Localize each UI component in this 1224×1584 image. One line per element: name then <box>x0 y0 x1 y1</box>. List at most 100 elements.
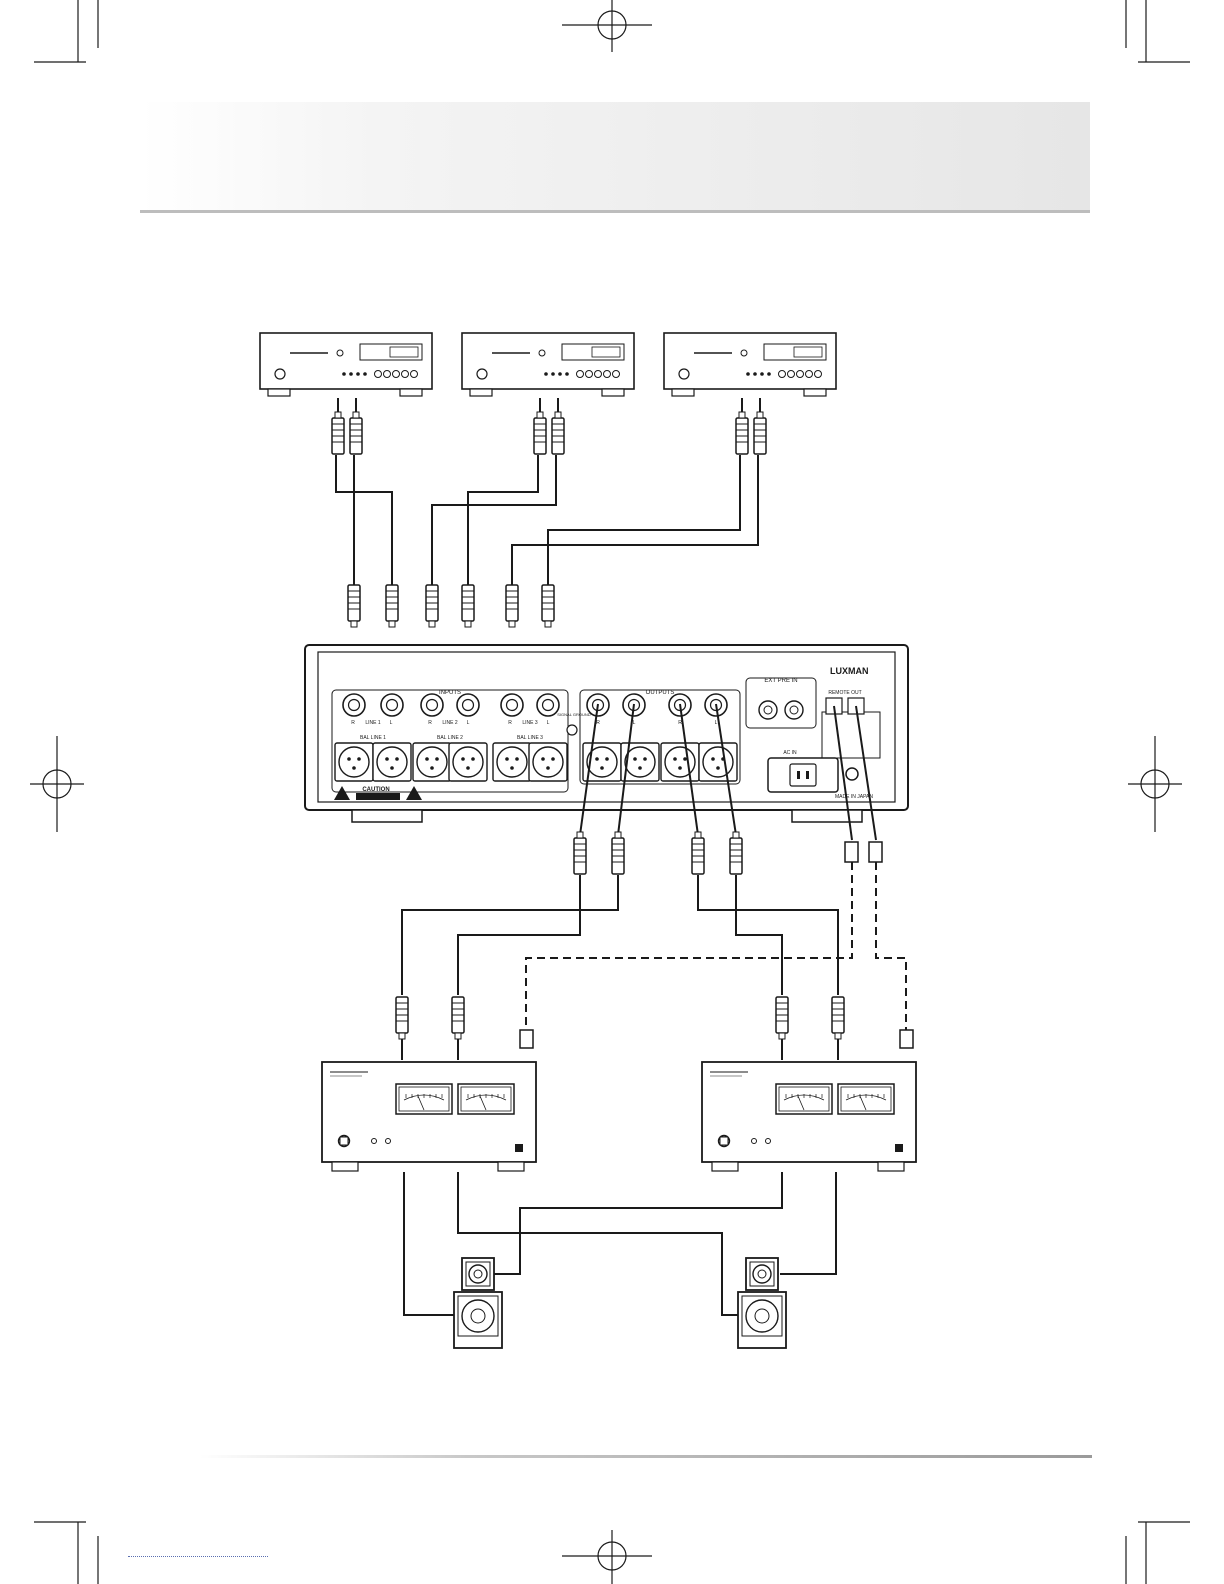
channel-r-label: R <box>428 720 432 726</box>
indicator-led <box>551 372 555 376</box>
plug-tip <box>351 621 357 627</box>
rca-plug <box>692 832 704 874</box>
xlr-pin <box>390 766 394 770</box>
rca-jack-center <box>543 700 554 711</box>
plug-tip <box>555 412 561 418</box>
rca-plug <box>542 585 554 627</box>
plug-tip <box>399 1033 405 1039</box>
xlr-pin <box>678 766 682 770</box>
brand-mark <box>895 1144 903 1152</box>
woofer <box>462 1300 494 1332</box>
xlr-pin <box>430 766 434 770</box>
rca-jack-center <box>427 700 438 711</box>
xlr-pin <box>466 766 470 770</box>
plug-tip <box>335 412 341 418</box>
player-foot <box>400 389 422 396</box>
rca-plug <box>736 412 748 454</box>
indicator-led <box>363 372 367 376</box>
xlr-pin <box>716 766 720 770</box>
source-player <box>664 333 836 396</box>
rca-jack-center <box>507 700 518 711</box>
plug-tip <box>389 621 395 627</box>
plug-tip <box>577 832 583 838</box>
rca-jack-center <box>463 700 474 711</box>
xlr-ring <box>703 747 733 777</box>
remote-out-label: REMOTE OUT <box>828 690 861 696</box>
speaker <box>454 1258 502 1348</box>
plug-tip <box>733 832 739 838</box>
power-amplifier <box>702 1062 916 1171</box>
rca-plug <box>332 412 344 454</box>
plug-tip <box>835 1033 841 1039</box>
xlr-pin <box>425 757 429 761</box>
ac-in-label: AC IN <box>783 750 797 756</box>
rca-jack-center <box>790 706 798 714</box>
amp-foot <box>498 1162 524 1171</box>
rca-plug <box>348 585 360 627</box>
xlr-pin <box>352 766 356 770</box>
amp-foot <box>332 1162 358 1171</box>
xlr-pin <box>395 757 399 761</box>
channel-l-label: L <box>390 720 393 726</box>
xlr-ring <box>453 747 483 777</box>
xlr-pin <box>510 766 514 770</box>
rca-jack-center <box>387 700 398 711</box>
rca-plug <box>350 412 362 454</box>
plug-tip <box>779 1033 785 1039</box>
indicator-led <box>753 372 757 376</box>
plug-tip <box>353 412 359 418</box>
channel-l-label: L <box>467 720 470 726</box>
tweeter <box>753 1265 771 1283</box>
xlr-pin <box>643 757 647 761</box>
xlr-ring <box>625 747 655 777</box>
indicator-led <box>342 372 346 376</box>
rca-plug <box>754 412 766 454</box>
input-line-label: LINE 3 <box>522 720 538 726</box>
xlr-pin <box>385 757 389 761</box>
rca-plug <box>426 585 438 627</box>
rca-plug <box>612 832 624 874</box>
channel-r-label: R <box>508 720 512 726</box>
xlr-pin <box>541 757 545 761</box>
ext-pre-in-label: EXT PRE IN <box>764 678 797 684</box>
xlr-pin <box>505 757 509 761</box>
amp-foot <box>878 1162 904 1171</box>
source-players <box>260 333 836 396</box>
xlr-pin <box>515 757 519 761</box>
rca-jack-center <box>349 700 360 711</box>
brand-label: LUXMAN <box>830 666 869 676</box>
channel-l-label: L <box>547 720 550 726</box>
rca-plug <box>776 997 788 1039</box>
input-line-label: LINE 1 <box>365 720 381 726</box>
indicator-led <box>767 372 771 376</box>
input-line-label: LINE 2 <box>442 720 458 726</box>
balanced-line-label: BAL LINE 1 <box>360 735 386 741</box>
xlr-pin <box>600 766 604 770</box>
amp-foot <box>712 1162 738 1171</box>
plug-tip <box>509 621 515 627</box>
rca-plug <box>396 997 408 1039</box>
player-foot <box>602 389 624 396</box>
xlr-pin <box>673 757 677 761</box>
control-amplifier-rear: INPUTS OUTPUTS EXT PRE IN LUXMAN REMOTE … <box>305 645 908 822</box>
inputs-label: INPUTS <box>439 690 461 696</box>
indicator-led <box>349 372 353 376</box>
plug-tip <box>615 832 621 838</box>
xlr-ring <box>339 747 369 777</box>
indicator-led <box>544 372 548 376</box>
channel-r-label: R <box>596 720 600 726</box>
speaker <box>738 1258 786 1348</box>
player-body <box>664 333 836 389</box>
xlr-pin <box>638 766 642 770</box>
source-player <box>462 333 634 396</box>
channel-r-label: R <box>351 720 355 726</box>
indicator-led <box>565 372 569 376</box>
xlr-pin <box>595 757 599 761</box>
rca-plug <box>462 585 474 627</box>
remote-cables <box>526 862 906 1030</box>
plug-tip <box>545 621 551 627</box>
outputs-label: OUTPUTS <box>646 690 675 696</box>
rca-plug <box>386 585 398 627</box>
xlr-pin <box>435 757 439 761</box>
indicator-led <box>746 372 750 376</box>
